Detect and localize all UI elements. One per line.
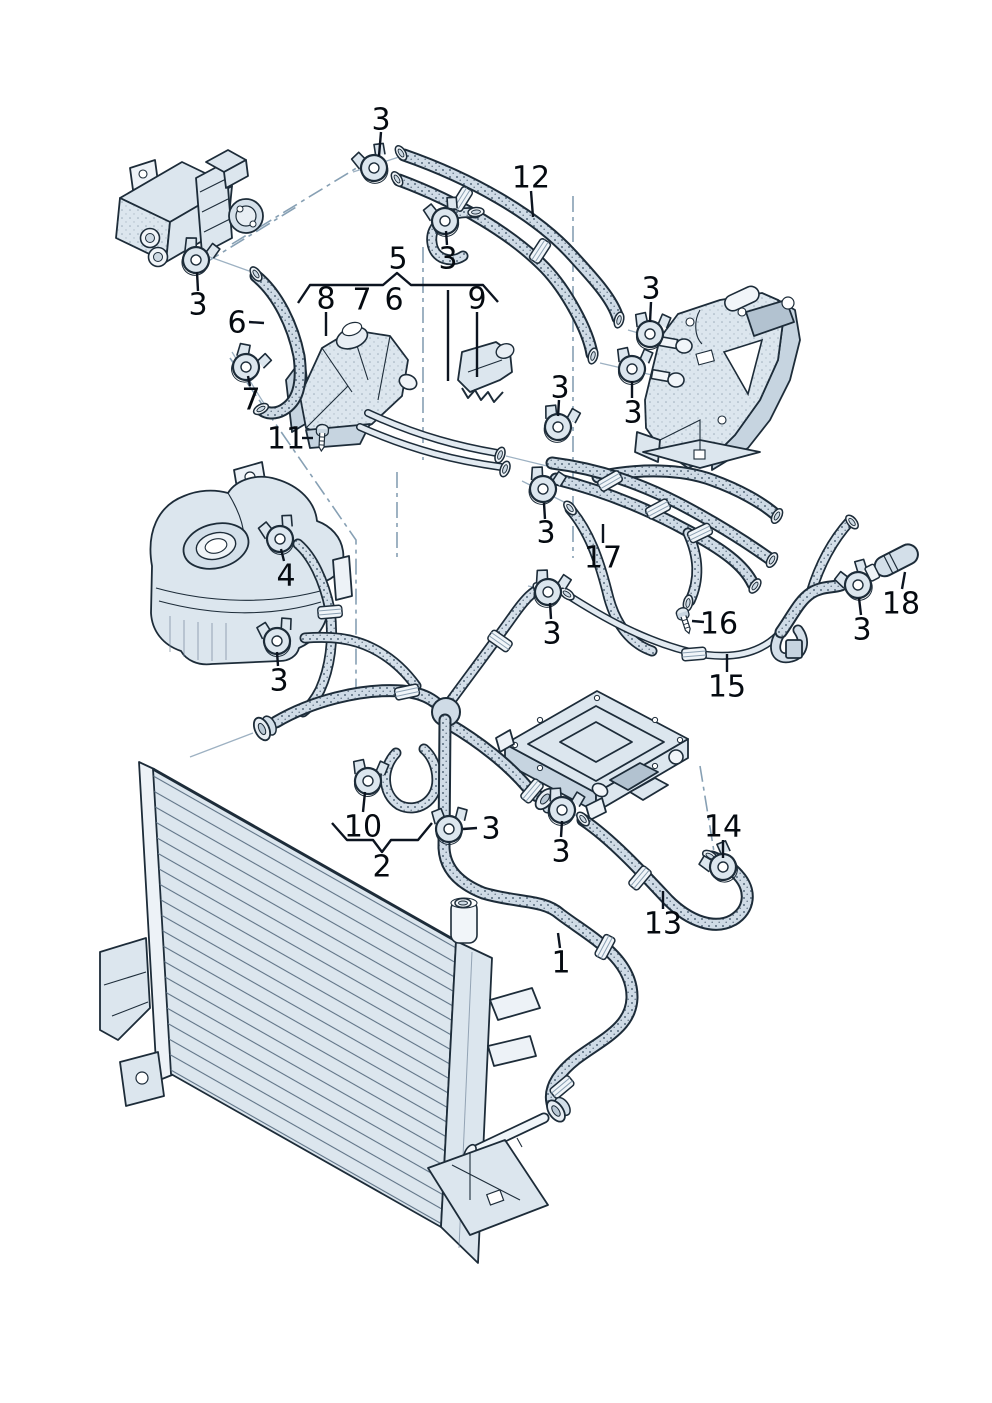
- callout-label: 11: [267, 422, 305, 457]
- callout-label: 9: [467, 282, 486, 317]
- pipes-thermostat: [360, 413, 501, 467]
- callout-leader: [361, 791, 367, 813]
- callout-label: 3: [623, 396, 642, 431]
- callout-label: 15: [708, 670, 746, 705]
- callout-leader: [246, 375, 252, 387]
- hose-coupling-sleeve: [316, 604, 344, 620]
- hose-6: [256, 276, 300, 413]
- callout-label: 3: [551, 835, 570, 870]
- callout-leader: [248, 320, 265, 325]
- hose-15: [566, 521, 850, 658]
- callout-leader: [542, 502, 547, 520]
- hose-end-cap: [388, 169, 406, 189]
- retainer-clip: [457, 341, 515, 403]
- callout-label: 5: [388, 242, 407, 277]
- expansion-tank: [149, 461, 353, 666]
- callout-label: 3: [550, 371, 569, 406]
- hose-end-cap: [392, 143, 410, 163]
- callout-label: 10: [344, 810, 382, 845]
- callout-leader: [556, 399, 561, 417]
- callout-label: 7: [241, 383, 260, 418]
- callout-leader: [377, 131, 383, 157]
- hose-end-cap: [560, 498, 580, 518]
- callout-label: 6: [384, 283, 403, 318]
- control-module: [495, 690, 689, 821]
- callout-leader: [279, 548, 286, 562]
- callout-label: 3: [371, 103, 390, 138]
- callout-label: 7: [352, 283, 371, 318]
- heat-exchanger-pump-assembly: [115, 149, 264, 268]
- hose-end-cap: [454, 897, 472, 909]
- callout-leader: [900, 571, 907, 590]
- callout-leader: [462, 826, 478, 831]
- hose-clamp-icon: [348, 140, 397, 190]
- callout-leader: [529, 190, 535, 218]
- hoses: [256, 155, 850, 1112]
- callout-bracket-group-2: [331, 822, 433, 854]
- callout-leader: [195, 271, 200, 292]
- callout-leader: [444, 230, 449, 246]
- blind-plug-icon: [862, 540, 923, 585]
- callout-label: 4: [276, 559, 295, 594]
- callout-label: 3: [536, 516, 555, 551]
- callout-leader: [648, 301, 653, 323]
- hose-end-cap: [246, 264, 266, 284]
- callout-label: 12: [512, 161, 550, 196]
- callout-leader: [548, 602, 553, 620]
- callout-leader: [275, 651, 280, 667]
- callout-label: 3: [269, 664, 288, 699]
- callout-label: 3: [438, 242, 457, 277]
- callout-label: 3: [188, 288, 207, 323]
- callout-label: 8: [316, 282, 335, 317]
- callout-label: 6: [227, 306, 246, 341]
- assembly-axis-line: [189, 732, 254, 758]
- callout-label: 14: [704, 810, 742, 845]
- mounting-bracket-plate: [634, 285, 801, 471]
- hose-d: [570, 509, 652, 651]
- screw-icon: [674, 605, 696, 636]
- callout-leader: [857, 597, 863, 616]
- hose-coupling-sleeve: [680, 646, 708, 662]
- assembly-axis-line: [505, 455, 548, 467]
- construction-line: [204, 205, 299, 264]
- callout-label: 13: [644, 907, 682, 942]
- callout-label: 3: [852, 613, 871, 648]
- callout-label: 17: [584, 541, 622, 576]
- callout-bracket-group-5: [297, 271, 499, 304]
- callout-label: 3: [542, 617, 561, 652]
- callout-label: 1: [551, 946, 570, 981]
- callout-label: 2: [372, 850, 391, 885]
- construction-line: [699, 765, 717, 865]
- radiator: [99, 761, 548, 1264]
- callout-label: 3: [641, 272, 660, 307]
- callout-leader: [691, 619, 705, 624]
- callout-label: 18: [882, 587, 920, 622]
- callout-label: 16: [700, 607, 738, 642]
- callout-leader: [556, 932, 562, 949]
- callout-leader: [559, 820, 564, 838]
- construction-line: [231, 160, 369, 245]
- callout-label: 3: [481, 812, 500, 847]
